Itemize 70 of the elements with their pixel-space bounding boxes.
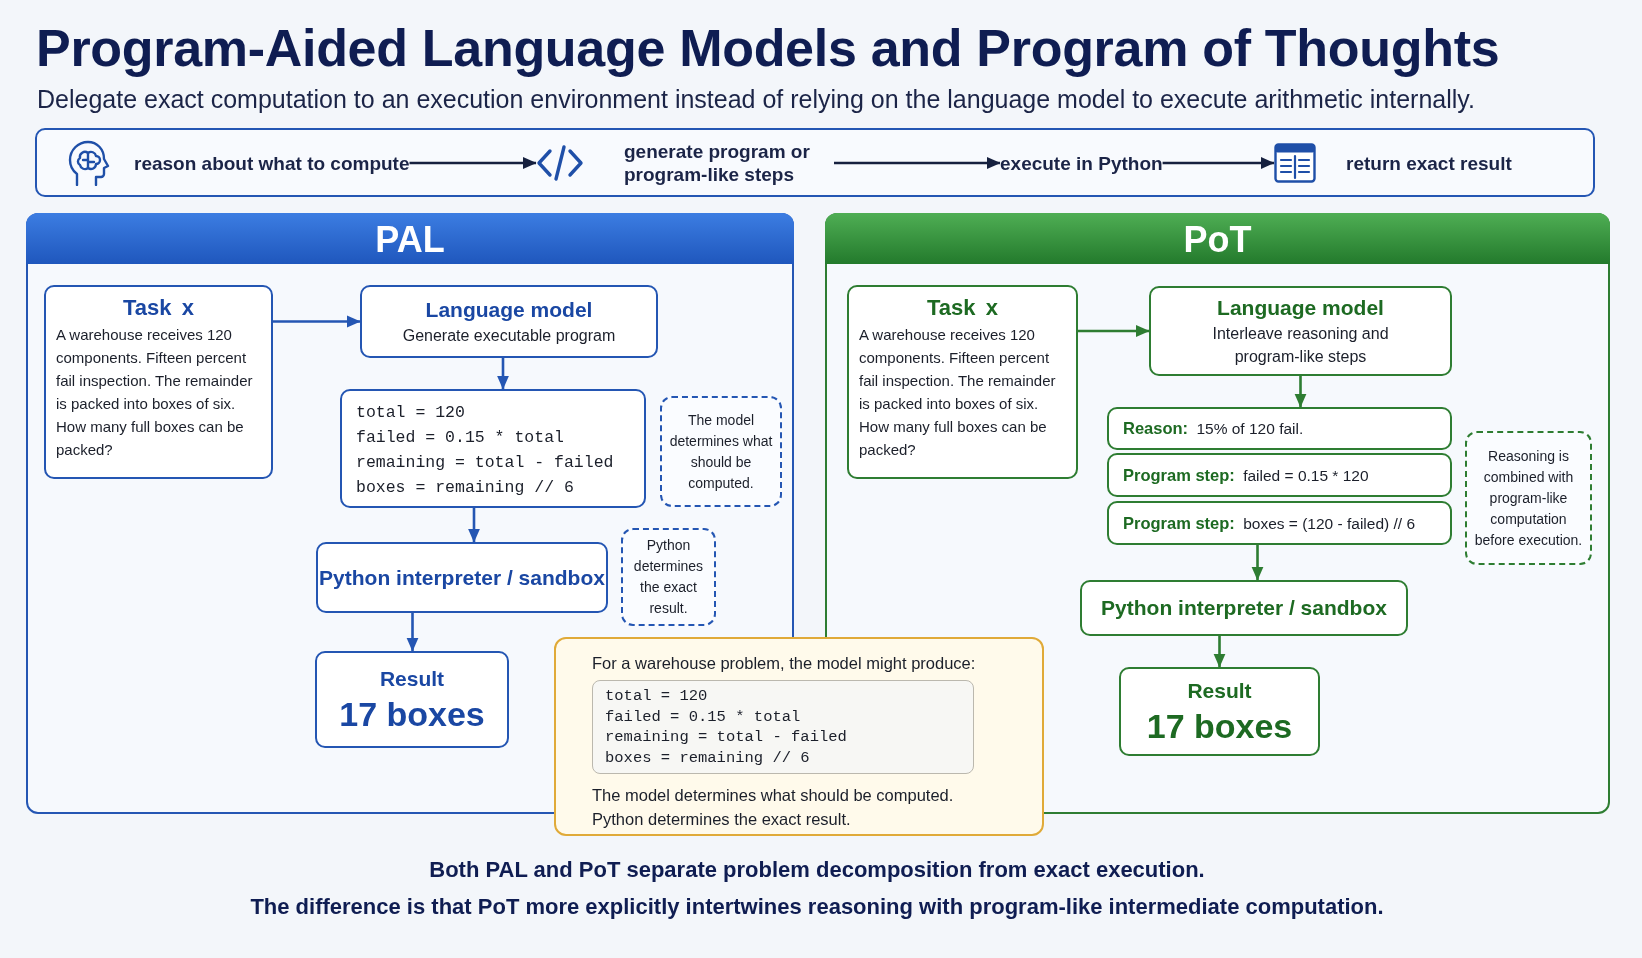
arrow [834, 156, 1001, 170]
step-banner [35, 128, 1595, 197]
box-title: Result [1187, 677, 1252, 704]
box-title: Task x [122, 294, 195, 322]
note-box [621, 528, 716, 626]
arrow [1213, 636, 1226, 668]
box-title: Language model [425, 297, 593, 323]
box-title: Python interpreter / sandbox [1101, 595, 1387, 621]
result-box [315, 651, 509, 748]
step-label: reason about what to compute [134, 151, 410, 175]
step-box [1107, 501, 1452, 545]
box-subtitle: Generate executable program [402, 326, 616, 346]
arrow [1078, 324, 1150, 338]
note-text: Reasoning is combined with program-like computation before execution. [1473, 446, 1584, 550]
code-line: remaining = total - failed [605, 727, 848, 748]
footer-text: The difference is that PoT more explicitly intertwines reasoning with program-like intermediate computation. [250, 893, 1384, 921]
step-text: Program step: boxes = (120 - failed) // 6 [1123, 512, 1416, 534]
arrow [467, 508, 481, 543]
box-title: Language model [1217, 295, 1384, 321]
process-box [1149, 286, 1452, 376]
step-label: execute in Python [1000, 151, 1163, 175]
task-box [847, 285, 1078, 479]
code-line: boxes = remaining // 6 [356, 477, 575, 499]
code-line: boxes = remaining // 6 [605, 747, 811, 768]
arrow [406, 613, 419, 652]
box-title: Task x [926, 294, 999, 322]
code-box [340, 389, 646, 508]
note-text: Python determines the exact result. [632, 536, 705, 618]
callout-text: The model determines what should be computed. [592, 785, 955, 806]
box-title: Result [379, 665, 445, 692]
code-line: remaining = total - failed [356, 452, 615, 474]
code-line: failed = 0.15 * total [356, 427, 565, 449]
arrow [1251, 545, 1264, 581]
footer-text: Both PAL and PoT separate problem decomposition from exact execution. [429, 856, 1205, 884]
process-box [316, 542, 608, 613]
step-label: generate program or program-like steps [624, 140, 811, 186]
step-label: return exact result [1346, 151, 1512, 175]
step-text: Program step: failed = 0.15 * 120 [1123, 464, 1369, 486]
code-line: total = 120 [605, 686, 709, 707]
subtitle: Delegate exact computation to an execution environment instead of relying on the language model to execute arithmetic internally. [37, 84, 1475, 114]
callout-text: Python determines the exact result. [592, 809, 852, 830]
result-value: 17 boxes [339, 693, 485, 735]
note-text: The model determines what should be computed. [668, 410, 774, 493]
arrow [409, 156, 537, 170]
title: Program-Aided Language Models and Program of Thoughts [36, 18, 1500, 78]
task-text: A warehouse receives 120 components. Fifteen percent fail inspection. The remainder is packed into boxes of six. How many full boxes can be packed? [859, 325, 1057, 460]
panel-header: PAL [26, 213, 794, 264]
note-box [1465, 431, 1592, 565]
arrow [273, 315, 361, 328]
box-subtitle: Interleave reasoning and program-like steps [1211, 324, 1390, 367]
example-callout [554, 637, 1044, 836]
panel-header: PoT [825, 213, 1610, 264]
code-box [592, 680, 974, 774]
callout-text: For a warehouse problem, the model might produce: [592, 653, 977, 674]
box-title: Python interpreter / sandbox [319, 564, 605, 591]
task-box [44, 285, 273, 479]
code-line: total = 120 [356, 402, 466, 424]
task-text: A warehouse receives 120 components. Fifteen percent fail inspection. The remainder is packed into boxes of six. How many full boxes can be packed? [56, 325, 254, 460]
step-box [1107, 453, 1452, 497]
code-line: failed = 0.15 * total [605, 706, 802, 727]
step-text: Reason: 15% of 120 fail. [1123, 418, 1304, 439]
process-box [1080, 580, 1408, 636]
step-box [1107, 407, 1452, 450]
note-box [660, 396, 782, 507]
process-box [360, 285, 658, 358]
arrow [1162, 156, 1275, 170]
arrow [1294, 376, 1307, 408]
result-value: 17 boxes [1146, 705, 1293, 747]
arrow [496, 358, 510, 390]
result-box [1119, 667, 1320, 756]
